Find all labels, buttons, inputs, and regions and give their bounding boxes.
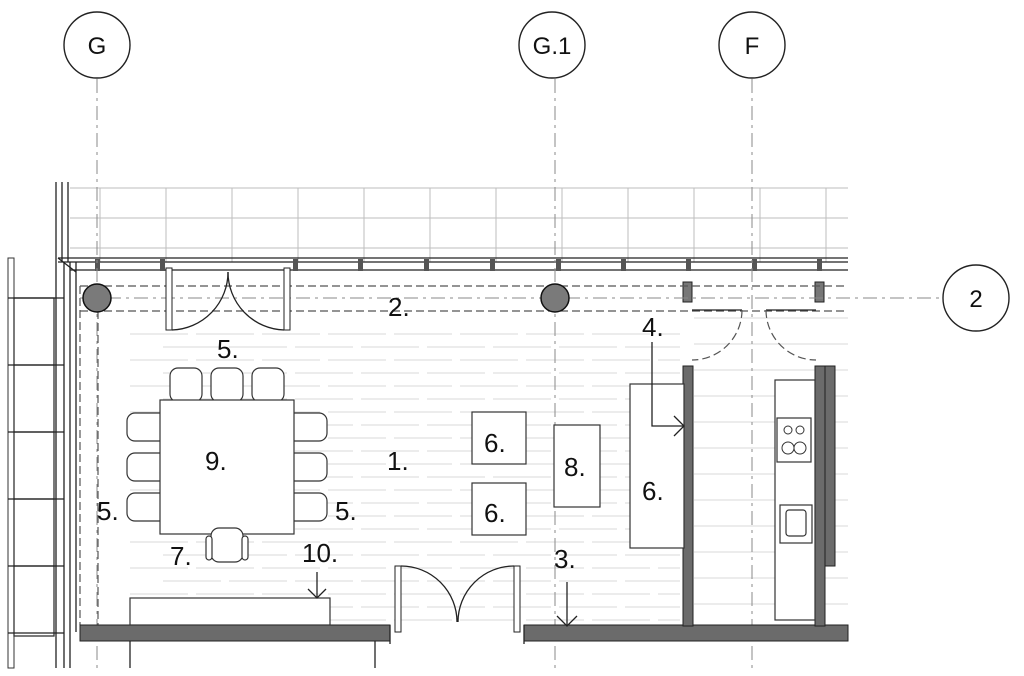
office-chair xyxy=(205,527,249,563)
grid-label-2: 2 xyxy=(969,286,982,313)
long-bench xyxy=(629,383,685,549)
walls xyxy=(79,365,849,668)
grid-label-g1: G.1 xyxy=(533,33,572,60)
tag-2: 2. xyxy=(388,292,410,322)
grid-label-g: G xyxy=(88,33,107,60)
tag-8: 8. xyxy=(564,452,586,482)
tag-3: 3. xyxy=(554,544,576,574)
top-facade xyxy=(57,257,848,303)
corridor-double-door xyxy=(691,309,817,361)
tag-1: 1. xyxy=(387,446,409,476)
dining-table xyxy=(159,399,295,535)
column-g xyxy=(82,283,112,313)
tag-10: 10. xyxy=(302,538,338,568)
tag-5-top: 5. xyxy=(217,334,239,364)
side-table-upper xyxy=(471,411,527,465)
arrow-10 xyxy=(307,572,327,599)
arrow-3 xyxy=(556,582,578,627)
left-glazing xyxy=(7,257,77,669)
tag-4: 4. xyxy=(642,312,664,342)
tag-5-right: 5. xyxy=(335,496,357,526)
tag-6-right: 6. xyxy=(642,476,664,506)
kitchen-counter xyxy=(774,379,816,621)
side-table-lower xyxy=(471,482,527,536)
grid-label-f: F xyxy=(745,33,760,60)
arrow-4 xyxy=(651,342,685,437)
grid-bubble-g: G xyxy=(63,11,131,79)
bottom-double-door xyxy=(394,565,521,633)
tag-7: 7. xyxy=(170,541,192,571)
grid-bubble-g1: G.1 xyxy=(518,11,586,79)
overhead-lines xyxy=(79,285,848,625)
tag-6-upper: 6. xyxy=(484,428,506,458)
top-double-door xyxy=(165,267,291,331)
tag-9: 9. xyxy=(205,446,227,476)
tag-6-lower: 6. xyxy=(484,498,506,528)
grid-axes xyxy=(80,79,944,668)
sideboard xyxy=(129,597,331,626)
column-g1 xyxy=(540,283,570,313)
coffee-table xyxy=(553,424,601,508)
grid-bubble-2: 2 xyxy=(942,264,1010,332)
grid-bubble-f: F xyxy=(718,11,786,79)
tag-5-left: 5. xyxy=(97,496,119,526)
background-grid xyxy=(55,182,848,262)
